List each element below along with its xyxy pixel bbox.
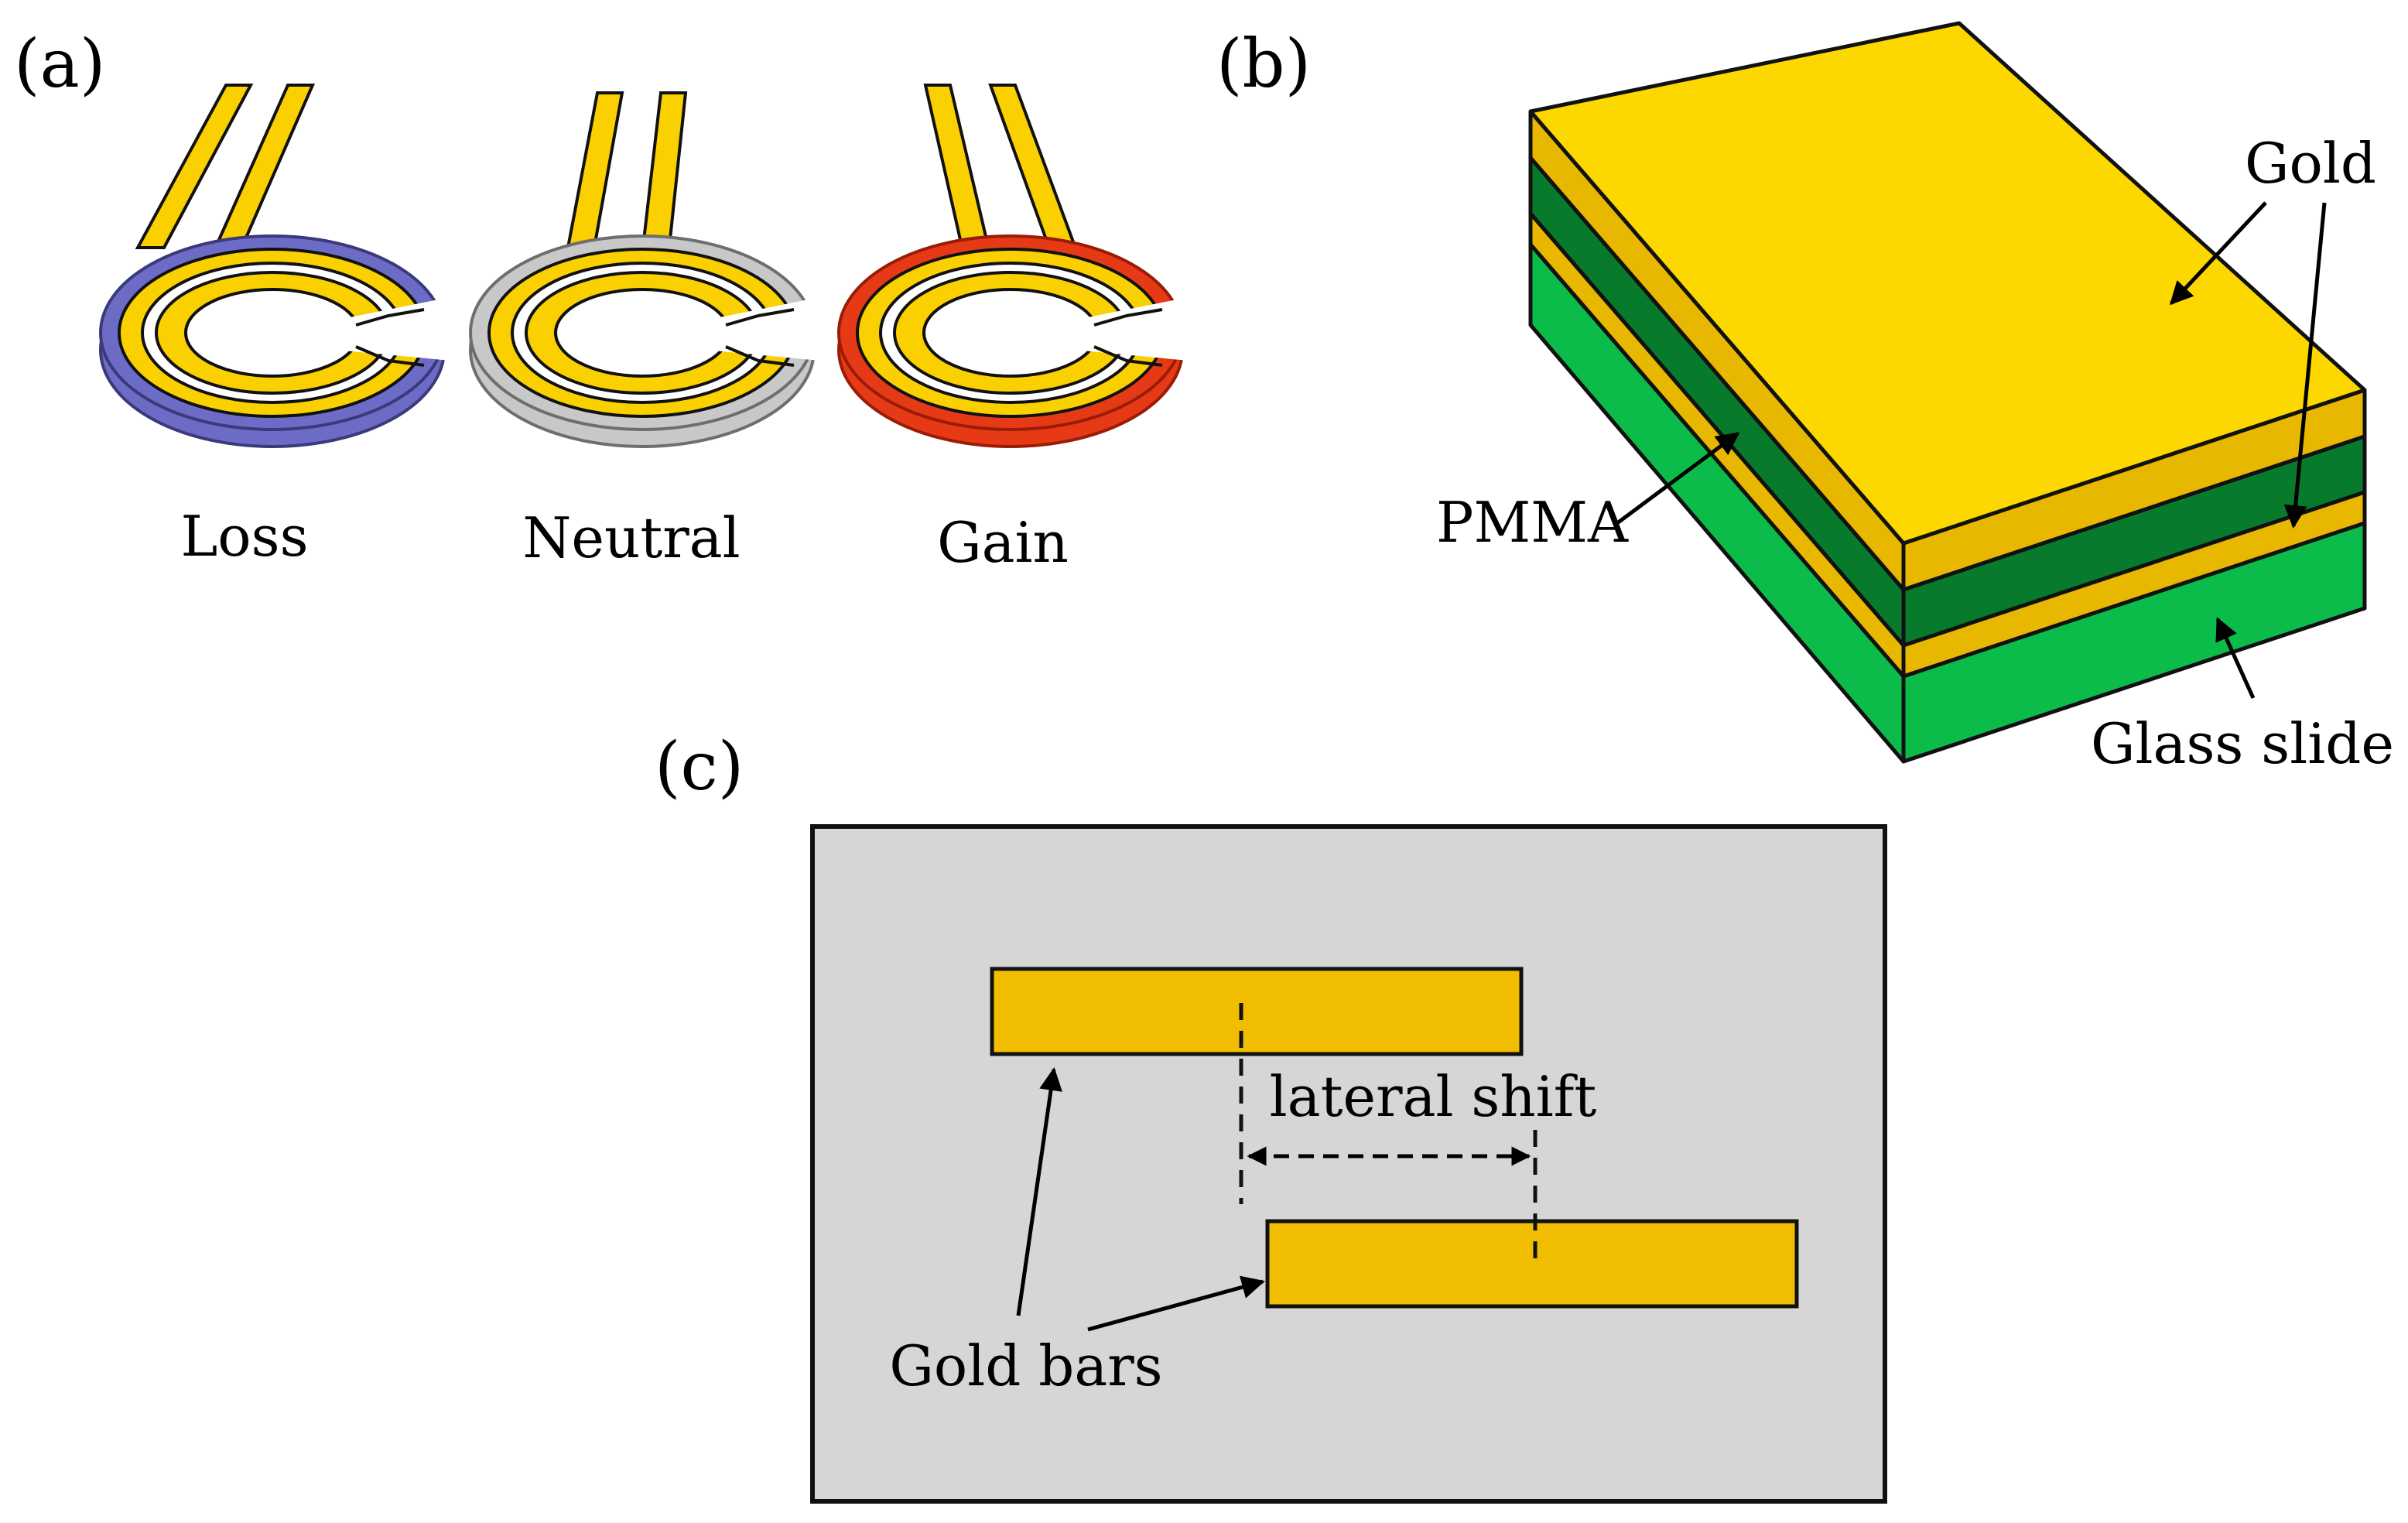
caption-loss: Loss (180, 504, 308, 569)
panel-b: (b) Gold PMMA Glass slide (1216, 21, 2394, 776)
panel-c-label: (c) (655, 728, 744, 806)
arrow-gold-bottom (2283, 202, 2327, 529)
arrow-glass (2215, 617, 2256, 700)
gold-bar-upper (990, 967, 1524, 1056)
label-gold: Gold (2245, 131, 2376, 196)
label-glass-slide: Glass slide (2091, 711, 2394, 776)
caption-gain: Gain (937, 510, 1069, 575)
arrow-bars-lower (1087, 1275, 1265, 1332)
label-gold-bars: Gold bars (889, 1333, 1162, 1398)
panel-c: (c) lateral shift Gold bars (655, 728, 1887, 1504)
layer-glass-front (1901, 521, 2367, 764)
label-pmma: PMMA (1436, 490, 1629, 555)
arrow-gold-top (2169, 201, 2267, 306)
resonator-loss (99, 84, 450, 448)
label-lateral-shift: lateral shift (1270, 1064, 1597, 1129)
resonator-leads (135, 84, 316, 257)
resonator-leads (566, 91, 688, 255)
caption-neutral: Neutral (522, 505, 740, 570)
panel-a: (a) (14, 26, 1189, 575)
gold-bar-lower (1265, 1219, 1799, 1309)
resonator-gain (837, 84, 1189, 448)
resonator-neutral (469, 91, 820, 448)
panel-a-label: (a) (14, 26, 105, 103)
resonator-leads (923, 84, 1079, 254)
layer-gold-top-face (1528, 21, 2367, 546)
substrate-panel (810, 824, 1887, 1504)
panel-b-label: (b) (1216, 26, 1311, 103)
layer-stack (1528, 21, 2367, 764)
arrow-bars-upper (1016, 1067, 1062, 1316)
arrow-pmma (1616, 431, 1740, 525)
